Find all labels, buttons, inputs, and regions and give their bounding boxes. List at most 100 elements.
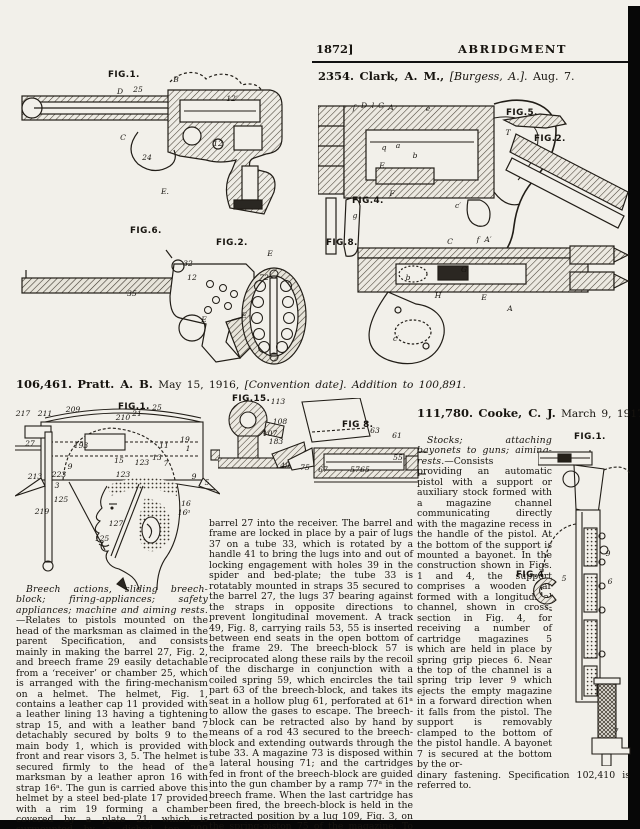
figure-caption: FIG.2. [216, 238, 248, 248]
fig-ref-label: 125 [53, 495, 69, 505]
fig-ref-label: 217 [15, 409, 31, 419]
fig-ref-label: 65 [360, 465, 370, 475]
scan-edge-right [628, 6, 640, 829]
fig-ref-label: H [434, 291, 442, 301]
fig-ref-label: 183 [268, 437, 284, 447]
addition-note: Addition to 100,891. [351, 379, 466, 391]
cited-name: [Burgess, A.]. [449, 70, 528, 83]
fig-ref-label: T [505, 128, 511, 138]
fig-ref-label: 108 [272, 417, 288, 427]
helmet-gun-head-drawing [15, 408, 220, 592]
figure-caption: FIG.15. [232, 394, 271, 404]
fig-ref-label: F [389, 189, 395, 199]
fig-ref-label: 57 [350, 465, 360, 475]
fig-ref-label: 11 [159, 441, 169, 451]
fig-ref-label: 7 [613, 727, 619, 737]
abstract-lead: Breech actions, sliding breech-block; fi… [16, 584, 208, 616]
fig-ref-label: b [405, 273, 411, 283]
pistol-side-and-buttplate-drawing [21, 249, 307, 365]
fig-ref-label: 13 [152, 453, 162, 463]
patent-date: May 15, 1916, [158, 379, 240, 391]
figure-caption: FIG.1. [108, 70, 140, 80]
cooke-abstract: Stocks; attaching bayonets to guns; aimi… [417, 435, 630, 791]
fig-ref-label: E [201, 315, 207, 325]
fig-ref-label: b [412, 151, 418, 161]
fig-ref-label: 6 [607, 577, 613, 587]
fig-ref-label: 19 [180, 435, 190, 445]
fig-ref-label: D [116, 87, 124, 97]
fig-ref-label: 9 [67, 462, 73, 472]
figure-caption: FIG.6. [130, 226, 162, 236]
fig-ref-label: E [481, 293, 487, 303]
pratt-abstract-col1: Breech actions, sliding breech-block; fi… [16, 584, 208, 829]
patentee-name: Pratt. A. B. [77, 377, 153, 391]
fig-ref-label: 9 [605, 549, 611, 559]
fig-ref-label: 49 [280, 461, 290, 471]
fig-ref-label: 213 [27, 472, 43, 482]
fig-ref-label: c′ [455, 201, 461, 211]
patentee-name: Cooke, C. J. [478, 406, 556, 420]
fig-ref-label: E [379, 161, 385, 171]
fig-ref-label: 125 [94, 534, 110, 544]
pratt-abstract-col2: barrel 27 into the receiver. The barrel … [209, 518, 413, 829]
fig-ref-label: 12′ [226, 94, 238, 104]
fig-ref-label: 107 [262, 429, 278, 439]
abstract-text: —Relates to pistols mounted on the head … [16, 615, 208, 829]
abstract-tail: dinary fastening. Specification 102,410 … [417, 769, 630, 791]
fig-ref-label: 25 [152, 403, 162, 413]
fig-ref-label: 75 [300, 463, 310, 473]
abstract-text: barrel 27 into the receiver. The barrel … [209, 518, 413, 829]
pistol-stock-bayonet-drawing [538, 450, 631, 766]
fig-ref-label: 223 [51, 470, 67, 480]
entry-heading-cooke: 111,780. Cooke, C. J. March 9, 1917. [417, 406, 640, 420]
fig-ref-label: 55 [393, 453, 403, 463]
fig-ref-label: 193 [73, 441, 89, 451]
pistol-section-drawing [21, 72, 283, 215]
fig-ref-label: C [120, 133, 126, 143]
fig-ref-label: 16ᵃ [177, 508, 191, 518]
fig-ref-label: 211 [37, 409, 53, 419]
fig-ref-label: c′ [393, 334, 399, 344]
fig-ref-label: C [447, 237, 453, 247]
figure-caption: FIG.4 [516, 570, 544, 580]
fig-ref-label: 63 [370, 426, 380, 436]
mechanism-sections-drawing [318, 99, 630, 365]
figure-caption: FIG 8. [342, 420, 374, 430]
entry-heading-pratt: 106,461. Pratt. A. B. May 15, 1916, [Con… [16, 377, 466, 391]
fig-ref-label: f [476, 235, 480, 245]
fig-ref-label: G [460, 265, 468, 275]
fig-ref-label: 27 [25, 439, 35, 449]
patent-number: 106,461. [16, 377, 73, 391]
fig-ref-label: 12 [187, 273, 197, 283]
fig-ref-label: 16 [181, 499, 191, 509]
fig-ref-label: 209 [65, 405, 81, 415]
fig-ref-label: l [371, 101, 375, 111]
scan-edge-bottom [0, 820, 640, 829]
fig-ref-label: 219 [34, 507, 50, 517]
page-year: 1872] [316, 42, 354, 56]
patent-number: 2354. [318, 69, 355, 83]
fig-ref-label: 35 [127, 289, 137, 299]
fig-ref-label: A [507, 304, 513, 314]
patent-date: March 9, 1917. [561, 408, 640, 420]
figure-cooke-fig4: FIG.4 [516, 570, 568, 610]
fig-ref-label: A [388, 103, 394, 113]
fig-ref-label: E. [161, 187, 169, 197]
patent-number: 111,780. [417, 406, 474, 420]
fig-ref-label: a [395, 141, 401, 151]
fig-ref-label: 32 [183, 259, 193, 269]
fig-ref-label: f [352, 103, 356, 113]
fig-ref-label: 67 [318, 465, 328, 475]
fig-ref-label: D [360, 101, 368, 111]
fig-ref-label: e [425, 104, 431, 114]
running-title: ABRIDGMENT [458, 42, 567, 56]
channel-cross-section-drawing [533, 577, 557, 605]
